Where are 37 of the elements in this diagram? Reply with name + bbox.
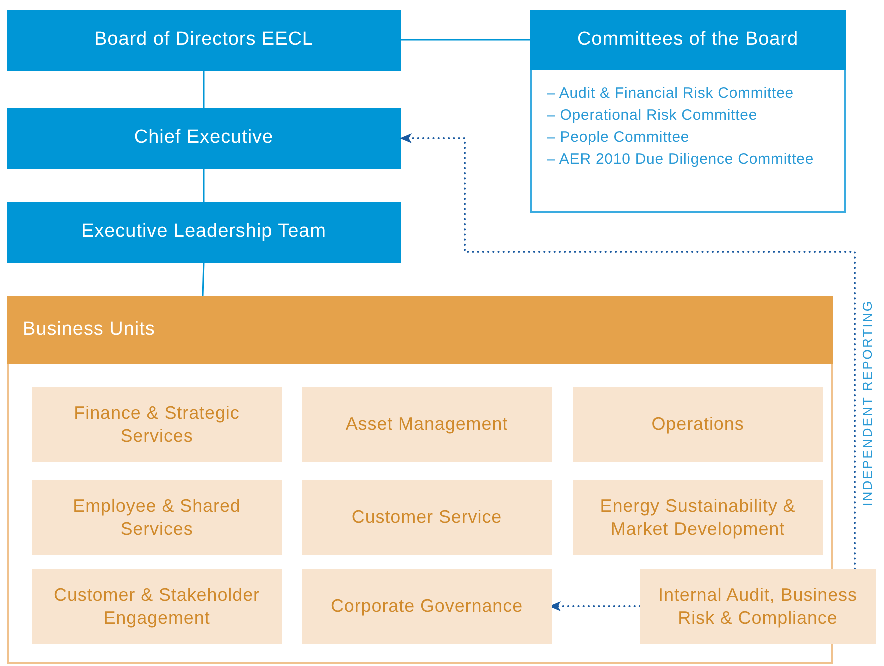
dotted-arrow: [400, 134, 856, 570]
connector-line: [203, 71, 205, 108]
unit-box: [302, 569, 552, 644]
committee-box: [530, 10, 846, 213]
unit-title: Corporate Governance: [330, 595, 524, 618]
list-item: – Operational Risk Committee: [547, 106, 759, 126]
box-header: Committees of the Board: [530, 10, 846, 70]
unit-box: [32, 480, 282, 555]
unit-box: [640, 569, 876, 644]
unit-title: Internal Audit, Business Risk & Compliance: [658, 584, 858, 630]
process-box: [7, 202, 401, 263]
unit-title: Energy Sustainability & Market Development: [599, 494, 797, 540]
unit-title: Customer Service: [352, 506, 502, 529]
unit-box: [302, 387, 552, 462]
unit-box: [573, 480, 823, 555]
unit-title: Operations: [652, 413, 744, 436]
connector-line: [401, 39, 530, 41]
panel-header: Business Units: [7, 296, 833, 364]
edge-label: INDEPENDENT REPORTING: [860, 300, 875, 506]
connector-line: [203, 169, 205, 202]
unit-title: Employee & Shared Services: [72, 494, 242, 540]
unit-box: [32, 569, 282, 644]
list-item: – AER 2010 Due Diligence Committee: [547, 150, 816, 170]
process-box: [7, 108, 401, 169]
process-box: [7, 10, 401, 71]
box-title: Board of Directors EECL: [94, 28, 314, 52]
connector-line: [202, 262, 205, 296]
unit-box: [302, 480, 552, 555]
unit-title: Finance & Strategic Services: [73, 402, 241, 448]
unit-title: Customer & Stakeholder Engagement: [53, 584, 261, 630]
unit-box: [573, 387, 823, 462]
list-item: – People Committee: [547, 128, 691, 148]
list-item: – Audit & Financial Risk Committee: [547, 84, 796, 104]
box-title: Executive Leadership Team: [82, 220, 326, 244]
box-title: Chief Executive: [134, 126, 274, 150]
unit-title: Asset Management: [346, 413, 508, 436]
unit-box: [32, 387, 282, 462]
